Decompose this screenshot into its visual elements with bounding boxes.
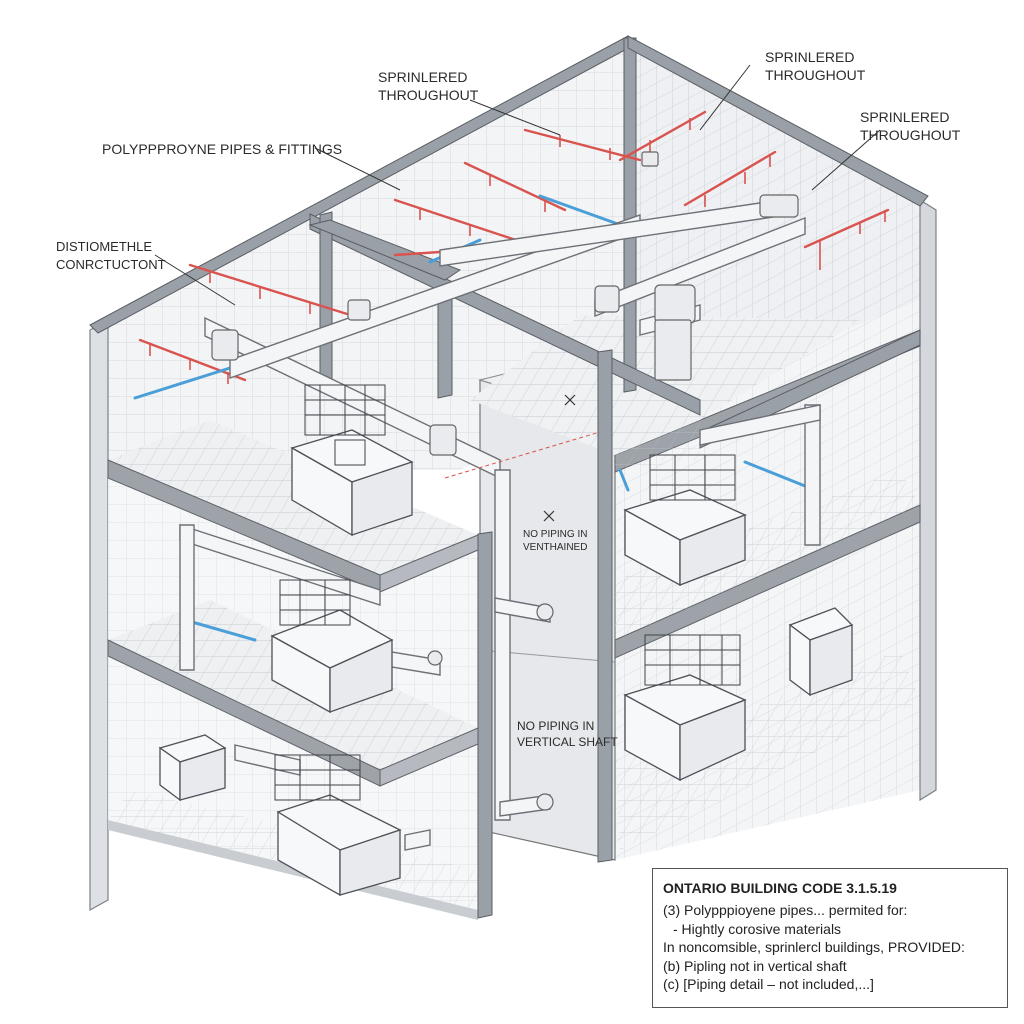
code-line: (c) [Piping detail – not included,...] <box>663 976 874 992</box>
label-construction: DISTIOMETHLE CONRCTUCTONT <box>56 238 166 274</box>
label-line: SPRINLERED <box>378 69 468 85</box>
code-title: ONTARIO BUILDING CODE 3.1.5.19 <box>663 880 897 896</box>
label-sprinklered-1: SPRINLERED THROUGHOUT <box>378 68 478 104</box>
label-pipes-fittings: POLYPPPROYNE PIPES & FITTINGS <box>102 141 343 157</box>
label-line: VERTICAL SHAFT <box>517 735 618 749</box>
label-line: SPRINLERED <box>860 109 950 125</box>
label-line: SPRINLERED <box>765 49 855 65</box>
label-sprinklered-3: SPRINLERED THROUGHOUT <box>860 108 960 144</box>
label-line: DISTIOMETHLE <box>56 239 153 254</box>
shaft-marker <box>543 394 576 522</box>
label-no-piping-upper: NO PIPING IN VENTHAINED <box>523 528 587 554</box>
label-line: THROUGHOUT <box>860 127 961 143</box>
code-line: (b) Pipling not in vertical shaft <box>663 957 847 974</box>
structural-frame <box>89 35 929 919</box>
code-reference-box: ONTARIO BUILDING CODE 3.1.5.19 (3) Polyp… <box>652 868 1008 1008</box>
label-line: NO PIPING IN <box>517 719 595 733</box>
lab-equipment <box>274 384 741 801</box>
label-no-piping-lower: NO PIPING IN VERTICAL SHAFT <box>517 718 618 750</box>
code-line: (3) Polypppioyene pipes... permited for: <box>663 902 908 918</box>
label-line: NO PIPING IN <box>523 529 588 540</box>
leader-lines <box>154 64 881 306</box>
sprinkler-heads <box>149 118 886 384</box>
label-line: CONRCTUCTONT <box>56 257 166 272</box>
dashed-callout <box>444 431 601 479</box>
main-pipes <box>179 199 821 851</box>
pipe-fittings <box>211 151 799 811</box>
code-line: - Hightly corosive materials <box>673 920 842 937</box>
code-line: In noncomsible, sprinlercl buildings, PR… <box>663 939 965 955</box>
label-sprinklered-2: SPRINLERED THROUGHOUT <box>765 48 865 84</box>
back-wall <box>90 40 920 470</box>
label-line: VENTHAINED <box>523 542 588 553</box>
label-line: THROUGHOUT <box>765 67 866 83</box>
lab-benches <box>158 429 854 897</box>
label-line: THROUGHOUT <box>378 87 479 103</box>
